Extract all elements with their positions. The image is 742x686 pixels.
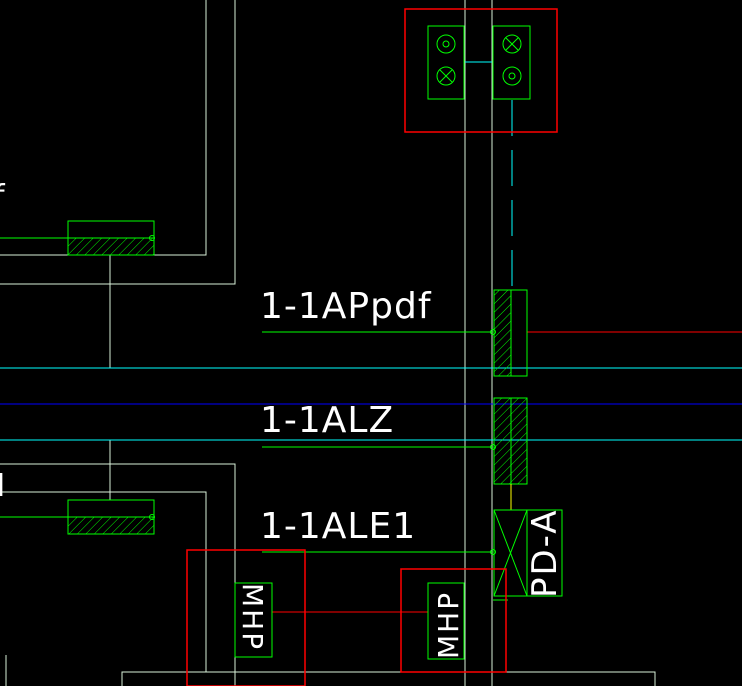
panel-top-left: [67, 220, 155, 256]
riser-panel-appdf: [493, 289, 528, 377]
receptacle-block-right: [492, 25, 531, 100]
circuit-label-appdf: 1-1APpdf: [260, 286, 432, 327]
crossed-circle-icon: [502, 34, 522, 54]
wall-bottom-left-outer: [0, 491, 207, 672]
panel-label-pd-a: PD-A: [525, 509, 565, 598]
crossed-circle-icon: [436, 66, 456, 86]
cut-text-bottom: d: [0, 469, 5, 504]
riser-panel-alz: [493, 397, 528, 485]
concentric-circle-icon: [502, 66, 522, 86]
mhp-unit-left: MHP: [186, 549, 306, 686]
receptacle-frame: [404, 8, 558, 133]
circuit-label-ale1: 1-1ALE1: [260, 506, 416, 547]
mhp-left-label: MHP: [236, 583, 269, 651]
building-walls: [0, 0, 656, 686]
wall-bottom-left-inner: [0, 463, 236, 686]
red-pipes: [272, 331, 742, 613]
concentric-circle-icon: [436, 34, 456, 54]
receptacle-group: [404, 8, 558, 133]
mhp-unit-right: MHP: [400, 568, 507, 673]
wall-top-left-inner: [0, 0, 207, 256]
floor-outline-bottom: [121, 671, 656, 686]
panel-bottom-left: [67, 499, 155, 535]
mhp-right-label: MHP: [432, 591, 465, 659]
pd-a-box: [493, 509, 563, 597]
circuit-label-alz: 1-1ALZ: [260, 400, 394, 441]
lead-dot-ale1: [490, 549, 496, 555]
wall-top-left-outer: [0, 0, 236, 285]
green-leads: [0, 237, 508, 601]
receptacle-block-left: [427, 25, 465, 100]
cut-text-top: f: [0, 179, 6, 214]
